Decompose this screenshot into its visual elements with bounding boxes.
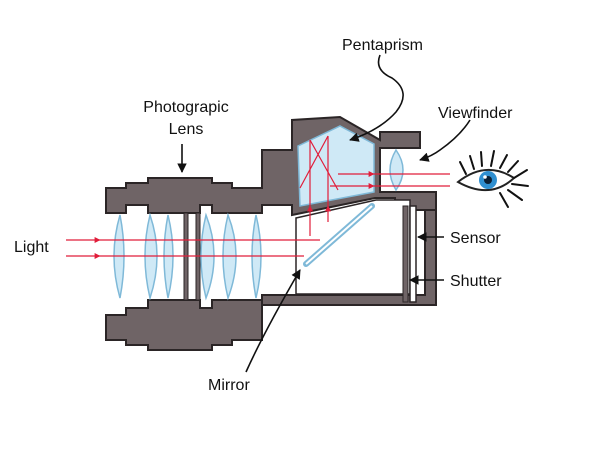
label-viewfinder: Viewfinder	[438, 105, 513, 122]
eye-icon	[456, 150, 529, 208]
label-light: Light	[14, 239, 49, 256]
viewfinder-lens	[389, 148, 404, 192]
light-rays	[66, 135, 450, 259]
label-lens-line2: Lens	[169, 121, 204, 138]
label-sensor: Sensor	[450, 230, 501, 247]
shutter	[402, 205, 409, 303]
sensor	[409, 205, 417, 303]
label-lens-line1: Photograpic	[143, 99, 228, 116]
lens-barrel-bottom	[105, 209, 437, 351]
label-pentaprism: Pentaprism	[342, 37, 423, 54]
label-mirror: Mirror	[208, 377, 250, 394]
label-shutter: Shutter	[450, 273, 502, 290]
mirror-chamber	[295, 199, 411, 295]
leader-lines	[177, 54, 471, 373]
